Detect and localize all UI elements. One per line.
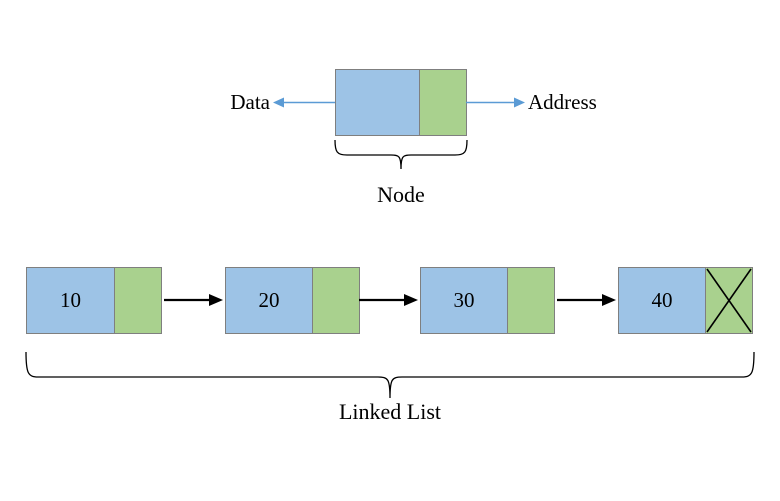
list-node-4: 40 bbox=[618, 267, 753, 334]
node-value: 30 bbox=[421, 268, 507, 333]
address-field-label: Address bbox=[528, 90, 597, 114]
node-brace-label: Node bbox=[377, 182, 425, 207]
data-field-label: Data bbox=[230, 90, 270, 114]
linked-list-brace bbox=[25, 351, 755, 399]
node-value: 20 bbox=[226, 268, 312, 333]
address-arrow-icon bbox=[466, 97, 525, 108]
list-node-2: 20 bbox=[225, 267, 360, 334]
link-arrow-icon bbox=[359, 294, 418, 306]
data-arrow-icon bbox=[273, 97, 336, 108]
node-value: 10 bbox=[27, 268, 114, 333]
link-arrow-icon bbox=[557, 294, 616, 306]
anatomy-node-box bbox=[335, 69, 467, 136]
anatomy-pointer-cell bbox=[419, 70, 466, 135]
anatomy-data-cell bbox=[336, 70, 419, 135]
link-arrow-icon bbox=[164, 294, 223, 306]
list-node-1: 10 bbox=[26, 267, 162, 334]
null-pointer-x-icon bbox=[706, 268, 752, 333]
node-pointer-cell bbox=[507, 268, 554, 333]
node-brace bbox=[334, 139, 468, 170]
node-value: 40 bbox=[619, 268, 705, 333]
node-pointer-cell bbox=[705, 268, 752, 333]
node-pointer-cell bbox=[114, 268, 161, 333]
linked-list-brace-label: Linked List bbox=[338, 399, 442, 424]
list-node-3: 30 bbox=[420, 267, 555, 334]
node-pointer-cell bbox=[312, 268, 359, 333]
